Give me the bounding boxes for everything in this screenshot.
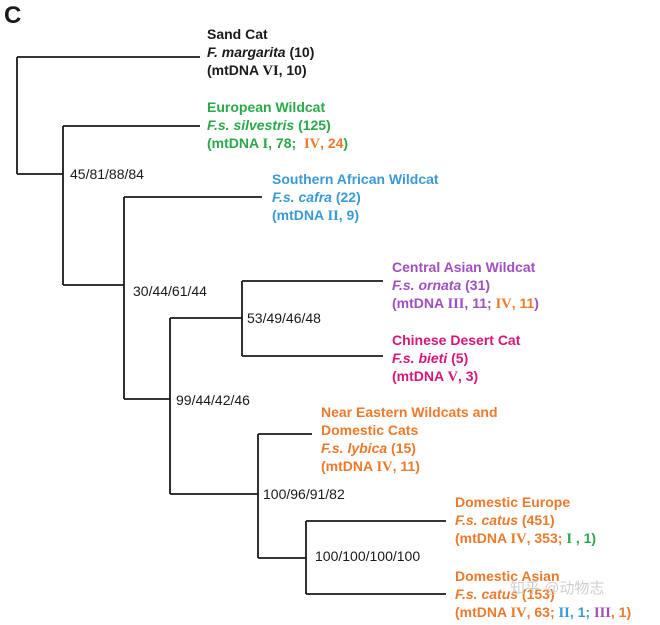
taxon-sci-name: F.s. bieti	[392, 350, 448, 366]
support-value: 99/44/42/46	[176, 392, 250, 408]
sample-count: (15)	[391, 440, 416, 456]
taxon-near-eastern-wildcats: Near Eastern Wildcats and Domestic Cats …	[321, 403, 498, 476]
taxon-sci-name: F.s. silvestris	[207, 117, 295, 133]
taxon-name: Chinese Desert Cat	[392, 332, 521, 348]
mtdna-count: , 11)	[392, 458, 420, 474]
mtdna-count: , 353;	[526, 530, 563, 546]
mtdna-label: (mtDNA	[272, 207, 328, 223]
mtdna-count: , 3)	[457, 368, 479, 384]
taxon-name: European Wildcat	[207, 99, 326, 115]
mtdna-count: , 1;	[569, 604, 591, 620]
mtdna-label: (mtDNA	[207, 62, 263, 78]
support-value: 45/81/88/84	[70, 166, 144, 182]
sample-count: (451)	[521, 512, 555, 528]
panel-label: C	[4, 2, 22, 29]
mtdna-label: (mtDNA	[455, 604, 511, 620]
mtdna-count: , 24	[320, 135, 344, 151]
mtdna-label: (mtDNA	[392, 368, 448, 384]
mtdna-clade: II	[558, 605, 570, 621]
mtdna-clade: II	[327, 208, 339, 224]
taxon-sci-name: F.s. cafra	[272, 189, 332, 205]
mtdna-count: , 1)	[571, 530, 597, 546]
mtdna-count: , 1)	[610, 604, 632, 620]
taxon-chinese-desert-cat: Chinese Desert Cat F.s. bieti (5) (mtDNA…	[392, 331, 520, 386]
mtdna-close: )	[343, 135, 349, 151]
watermark: 知乎 @动物志	[510, 580, 605, 597]
mtdna-clade: III	[593, 605, 611, 621]
taxon-central-asian-wildcat: Central Asian Wildcat F.s. ornata (31) (…	[392, 258, 539, 313]
support-value: 53/49/46/48	[247, 310, 321, 326]
mtdna-label: (mtDNA	[321, 458, 377, 474]
sample-count: (125)	[298, 117, 331, 133]
taxon-name-cont: Domestic Cats	[321, 422, 419, 438]
mtdna-clade: IV	[495, 296, 512, 312]
taxon-name: Domestic Asian	[455, 568, 560, 584]
mtdna-count: , 63;	[526, 604, 555, 620]
support-value: 100/96/91/82	[263, 486, 345, 502]
support-value: 30/44/61/44	[133, 283, 207, 299]
taxon-name: Domestic Europe	[455, 494, 571, 510]
mtdna-clade: IV	[303, 136, 321, 152]
mtdna-count: , 11	[511, 295, 535, 311]
taxon-sci-name: F.s. catus	[455, 586, 519, 602]
mtdna-count: , 11;	[464, 295, 492, 311]
taxon-european-wildcat: European Wildcat F.s. silvestris (125) (…	[207, 98, 348, 153]
mtdna-clade: IV	[510, 605, 527, 621]
mtdna-clade: VI	[262, 63, 279, 79]
taxon-sci-name: F.s. ornata	[392, 277, 462, 293]
mtdna-clade: IV	[376, 459, 393, 475]
mtdna-close: )	[534, 295, 539, 311]
support-value: 100/100/100/100	[315, 548, 421, 564]
sample-count: (153)	[521, 586, 555, 602]
taxon-sci-name: F.s. catus	[455, 512, 519, 528]
taxon-domestic-asian: Domestic Asian F.s. catus (153) (mtDNA I…	[455, 567, 631, 622]
taxon-sci-name: F. margarita	[207, 44, 286, 60]
mtdna-label: (mtDNA	[455, 530, 511, 546]
sample-count: (5)	[451, 350, 469, 366]
taxon-name: Southern African Wildcat	[272, 171, 439, 187]
taxon-sci-name: F.s. lybica	[321, 440, 388, 456]
mtdna-clade: V	[447, 369, 458, 385]
sample-count: (10)	[289, 44, 315, 60]
mtdna-clade: I	[566, 531, 572, 547]
mtdna-clade: III	[447, 296, 465, 312]
mtdna-count: , 78;	[268, 135, 297, 151]
mtdna-count: , 9)	[338, 207, 360, 223]
mtdna-label: (mtDNA	[207, 135, 263, 151]
mtdna-label: (mtDNA	[392, 295, 448, 311]
taxon-name: Central Asian Wildcat	[392, 259, 536, 275]
taxon-name: Sand Cat	[207, 26, 268, 42]
mtdna-clade: I	[262, 136, 269, 152]
sample-count: (22)	[335, 189, 361, 205]
taxon-name: Near Eastern Wildcats and	[321, 404, 498, 420]
taxon-domestic-europe: Domestic Europe F.s. catus (451) (mtDNA …	[455, 493, 596, 548]
mtdna-count: , 10)	[278, 62, 307, 78]
mtdna-clade: IV	[510, 531, 527, 547]
taxon-sand-cat: Sand Cat F. margarita (10) (mtDNA VI, 10…	[207, 25, 314, 80]
taxon-southern-african-wildcat: Southern African Wildcat F.s. cafra (22)…	[272, 170, 439, 225]
sample-count: (31)	[465, 277, 491, 293]
